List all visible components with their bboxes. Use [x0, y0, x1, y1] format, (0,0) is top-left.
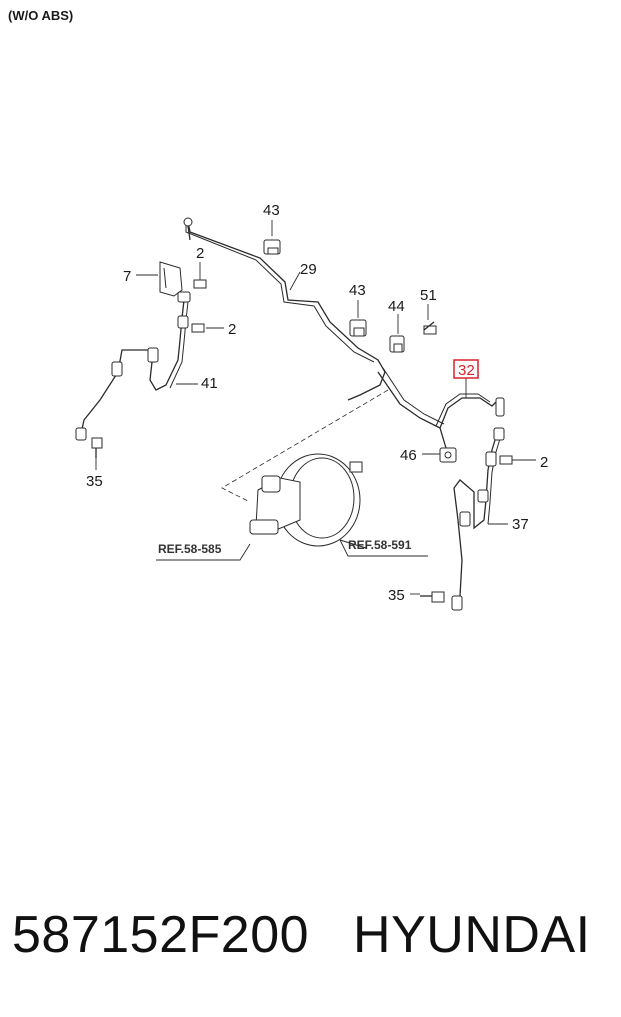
- bolt-51: [423, 321, 437, 335]
- callout-29: 29: [300, 261, 317, 278]
- callout-43-upper: 43: [263, 202, 280, 219]
- callout-35-left: 35: [86, 473, 103, 490]
- ref-58-591: REF.58-591: [348, 538, 412, 552]
- bolt-35-left: [91, 437, 103, 458]
- brake-hose-37: [451, 427, 513, 611]
- diagram-note: (W/O ABS): [8, 8, 74, 23]
- brake-booster: [221, 389, 389, 549]
- callout-43-lower: 43: [349, 282, 366, 299]
- brake-tube-29: [183, 217, 447, 449]
- callout-32-highlight-box: [453, 359, 479, 379]
- callout-35-right: 35: [388, 587, 405, 604]
- callout-51: 51: [420, 287, 437, 304]
- clip-43-upper: [263, 239, 281, 255]
- ref-58-585: REF.58-585: [158, 542, 222, 556]
- clip-43-lower: [349, 319, 367, 337]
- callout-41: 41: [201, 375, 218, 392]
- part-number: 587152F200: [12, 906, 310, 964]
- callout-32: 32: [458, 362, 475, 379]
- callout-2-right: 2: [540, 454, 548, 471]
- footer: 587152F200 HYUNDAI: [12, 905, 612, 965]
- leader-lines: [95, 220, 536, 595]
- bolt-35-right: [420, 591, 445, 603]
- callout-7: 7: [123, 268, 131, 285]
- callout-37: 37: [512, 516, 529, 533]
- callout-46: 46: [400, 447, 417, 464]
- callout-44: 44: [388, 298, 405, 315]
- brake-hose-41: [75, 291, 205, 441]
- callout-2-upper: 2: [196, 245, 204, 262]
- connector-46: [439, 447, 457, 463]
- bracket-7: [159, 261, 207, 297]
- brand-name: HYUNDAI: [353, 906, 591, 964]
- brake-tube-32: [435, 393, 505, 429]
- clip-44: [389, 335, 405, 353]
- callout-2-middle: 2: [228, 321, 236, 338]
